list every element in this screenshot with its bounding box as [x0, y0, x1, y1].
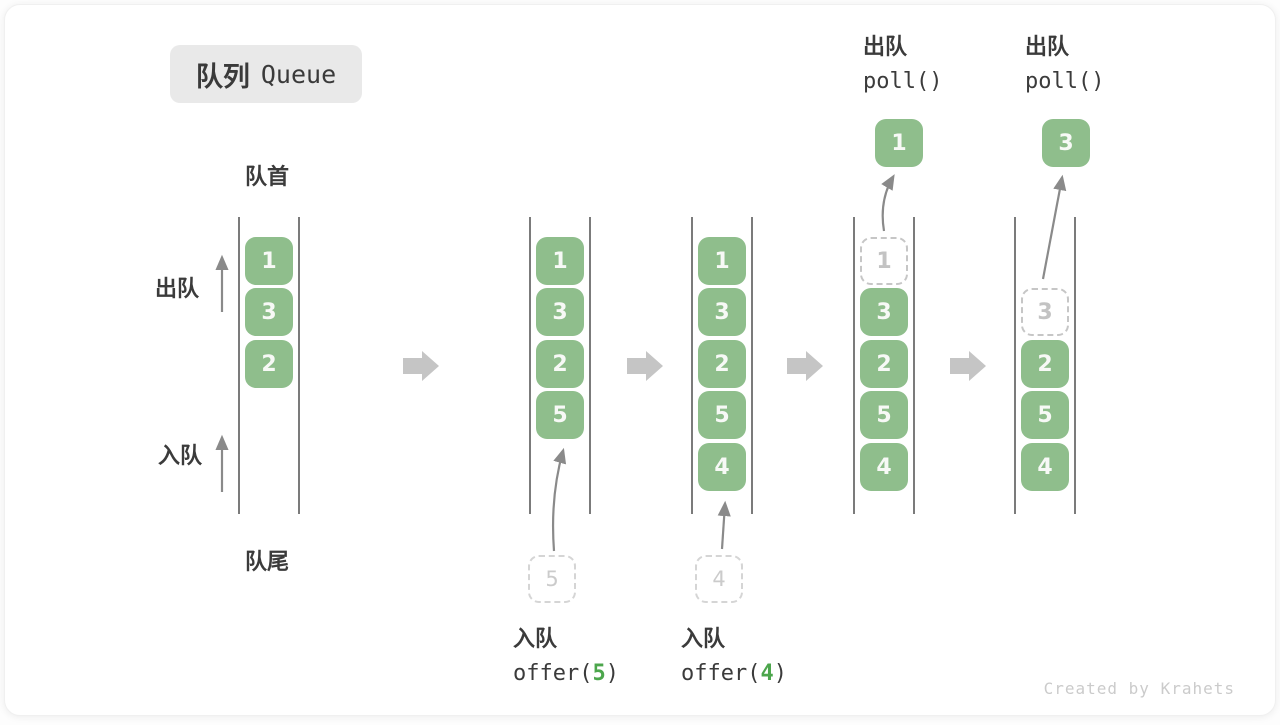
- offer-code-suffix: ): [773, 661, 787, 686]
- queue-cell: 1: [245, 237, 293, 285]
- queue-cell: 5: [1021, 391, 1069, 439]
- enqueue-label: 入队: [681, 627, 726, 652]
- queue-rail: [529, 217, 531, 514]
- enqueue-side-label: 入队: [158, 444, 203, 469]
- offer-code: offer(4): [681, 657, 787, 691]
- queue-stage-1: 1 3 2: [238, 217, 300, 514]
- queue-rail: [853, 217, 855, 514]
- offer-value-box: 5: [528, 555, 576, 603]
- queue-cell: 5: [860, 391, 908, 439]
- queue-cell-removed: 1: [860, 237, 908, 285]
- queue-rail: [298, 217, 300, 514]
- offer-code-suffix: ): [605, 661, 619, 686]
- queue-cell: 5: [698, 391, 746, 439]
- poll-result-box: 1: [875, 119, 923, 167]
- queue-cell: 4: [1021, 443, 1069, 491]
- poll-result-box: 3: [1042, 119, 1090, 167]
- queue-cell: 2: [698, 340, 746, 388]
- title-en: Queue: [260, 59, 337, 89]
- offer-annotation-2: 入队 offer(4): [681, 623, 787, 691]
- queue-rear-label: 队尾: [245, 550, 290, 575]
- title-box: 队列 Queue: [170, 45, 362, 103]
- credit-text: Created by Krahets: [1043, 679, 1235, 698]
- queue-cell: 2: [1021, 340, 1069, 388]
- stage-transition-arrow-icon: [787, 351, 823, 381]
- stage-transition-arrow-icon: [627, 351, 663, 381]
- queue-cell: 2: [536, 340, 584, 388]
- stage-transition-arrow-icon: [950, 351, 986, 381]
- queue-cell-removed: 3: [1021, 288, 1069, 336]
- queue-cell: 2: [245, 340, 293, 388]
- queue-cell: 4: [698, 443, 746, 491]
- queue-rail: [913, 217, 915, 514]
- queue-cell: 4: [860, 443, 908, 491]
- poll-code: poll(): [863, 69, 943, 94]
- dequeue-label: 出队: [1025, 35, 1070, 60]
- queue-cell: 1: [536, 237, 584, 285]
- dequeue-side-label: 出队: [155, 277, 200, 302]
- queue-rail: [1014, 217, 1016, 514]
- queue-stage-3: 1 3 2 5 4: [691, 217, 753, 514]
- queue-rail: [589, 217, 591, 514]
- queue-cell: 3: [245, 288, 293, 336]
- offer-code-arg: 5: [592, 661, 606, 686]
- dequeue-label: 出队: [863, 35, 908, 60]
- offer-code-prefix: offer(: [681, 661, 761, 686]
- diagram-canvas: 队列 Queue 队首 队尾 出队 入队 1 3 2 1 3 2 5 1 3 2…: [4, 4, 1276, 716]
- queue-cell: 5: [536, 391, 584, 439]
- queue-stage-5: 3 2 5 4: [1014, 217, 1076, 514]
- offer-code: offer(5): [513, 657, 619, 691]
- queue-rail: [238, 217, 240, 514]
- title-zh: 队列: [195, 61, 250, 93]
- queue-cell: 3: [860, 288, 908, 336]
- stage-transition-arrow-icon: [403, 351, 439, 381]
- queue-stage-4: 1 3 2 5 4: [853, 217, 915, 514]
- queue-front-label: 队首: [245, 165, 290, 190]
- queue-cell: 2: [860, 340, 908, 388]
- queue-rail: [751, 217, 753, 514]
- poll-annotation-2: 出队 poll(): [1025, 31, 1104, 99]
- queue-cell: 1: [698, 237, 746, 285]
- queue-stage-2: 1 3 2 5: [529, 217, 591, 514]
- offer-code-prefix: offer(: [513, 661, 593, 686]
- queue-rail: [691, 217, 693, 514]
- enqueue-label: 入队: [513, 627, 558, 652]
- queue-cell: 3: [536, 288, 584, 336]
- offer-code-arg: 4: [760, 661, 774, 686]
- queue-rail: [1074, 217, 1076, 514]
- queue-cell: 3: [698, 288, 746, 336]
- offer-value-box: 4: [695, 555, 743, 603]
- poll-code: poll(): [1025, 69, 1105, 94]
- offer-annotation-1: 入队 offer(5): [513, 623, 619, 691]
- poll-annotation-1: 出队 poll(): [863, 31, 942, 99]
